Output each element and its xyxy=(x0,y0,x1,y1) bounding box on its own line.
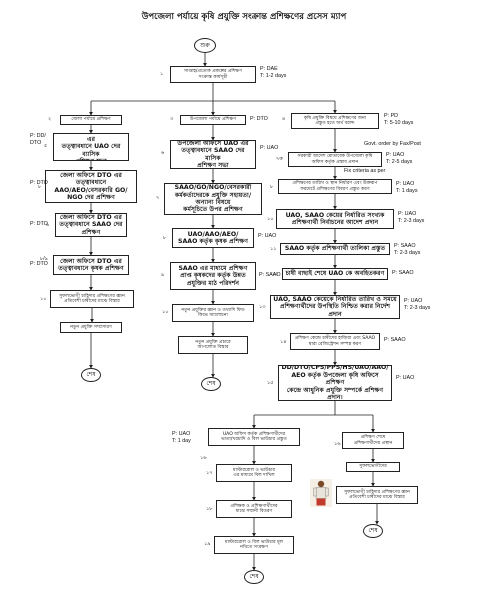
note-upazila-saao: P: UAO xyxy=(260,145,279,151)
district-uao-basic-training-box: জেলা অফিসে DD/DTO এর তত্ত্বাবধানে UAO দে… xyxy=(53,133,129,161)
end-node-d: শেষ xyxy=(244,570,264,584)
farmer-figure-icon xyxy=(310,479,332,507)
allowance-bill-box: UAO অফিস কর্তৃক প্রশিক্ষণার্থীদের ভাতা/খ… xyxy=(208,428,300,446)
note-upazila-training: P: DTO xyxy=(250,116,268,122)
upazila-saao-monthly-training-box: উপজেলা অফিসে UAO এর তত্ত্বাবধানে SAAO দে… xyxy=(170,140,256,169)
saao-go-ngo-training-box: SAAO/GO/NGO/বেসরকারী কর্মকর্তাদেরকে প্রয… xyxy=(164,183,262,215)
note-schedule: P: DAE T: 1-2 days xyxy=(260,66,287,79)
step-number: ৪ xyxy=(282,116,286,122)
trainee-selection-order-box: UAO, SAAO কেয়ের নির্ধারিত সংখ্যক প্রশিক… xyxy=(276,209,394,229)
beneficiaries-box: সুফলভোগীদের xyxy=(346,462,400,472)
modern-technology-training-box: DD/DTO/CPS/PPS/HS/UAO/AAO/ AEO কর্তৃক উপ… xyxy=(278,365,392,401)
step-number: ১৬ xyxy=(200,455,207,461)
note-allowance-bill: P: UAO T: 1 day xyxy=(172,431,191,444)
notify-uao-box: চাষী বাছাই শেষে UAO কে অবহিতকরণ xyxy=(282,268,388,280)
end-node-a: শেষ xyxy=(81,368,101,382)
step-number: ১৯ xyxy=(204,541,211,547)
step-number: ১৭ xyxy=(206,470,213,476)
note-govt-order: Govt. order by Fax/Post xyxy=(364,141,421,147)
step-number: ১৪ xyxy=(280,339,287,345)
step-number: ৯ xyxy=(46,222,50,228)
knowledge-spread-box-e: সুফলভোগী চাহিদার প্রশিক্ষণের জ্ঞান প্রতি… xyxy=(336,486,418,504)
step-number: ৭ xyxy=(156,195,160,201)
step-number: ৫ xyxy=(44,143,48,149)
end-node-b: শেষ xyxy=(201,377,221,391)
note-notify-uao: P: SAAO xyxy=(392,270,414,276)
trainee-departure-box: প্রশিক্ষণ শেষে প্রশিক্ষণার্থীদের প্রস্থা… xyxy=(342,432,404,449)
bill-submission-box: মাস্টাররোল ও ভাউচার এর মাধ্যমে বিল দাখিল xyxy=(216,464,292,482)
attendance-instruction-box: UAO, SAAO কেয়েকে নির্ধারিত তারিখ ও সময়… xyxy=(270,295,400,319)
district-farmer-training-box: জেলা অফিসে DTO এর তত্ত্বাবধানে কৃষক প্রশ… xyxy=(53,255,129,275)
note-attendance-instruction: P: UAO T: 2-3 days xyxy=(404,298,431,311)
note-modern-training: P: UAO xyxy=(396,375,415,381)
district-training-box: জেলা পর্যায়ে প্রশিক্ষণ xyxy=(60,115,122,125)
step-number: ১২ xyxy=(272,271,279,277)
step-number: ৮ xyxy=(38,184,42,190)
note-field-visit: P: SAAO xyxy=(259,272,281,278)
step-number: ১০ xyxy=(267,216,274,222)
upazila-training-box: উপজেলা পর্যায়ে প্রশিক্ষণ xyxy=(180,115,246,125)
note-district-uao: P: DD/ DTO xyxy=(30,133,46,146)
step-number: ৮ xyxy=(270,184,274,190)
step-number: ৩ xyxy=(170,116,174,122)
note-district-aao: P: DTO xyxy=(30,180,48,186)
technology-promotion-box: নতুন প্রযুক্তি প্রচারে আপলোড বিস্তার xyxy=(178,336,248,354)
step-number: ১৮ xyxy=(206,506,213,512)
page-title: উপজেলা পর্যায়ে কৃষি প্রযুক্তি সংক্রান্ত… xyxy=(141,12,347,22)
step-number: ৭ক xyxy=(276,156,283,162)
record-preservation-box: মাস্টাররোল ও বিল ভাউচার মূল নথিতে সংরক্ষ… xyxy=(214,536,294,554)
step-number: ১ xyxy=(160,71,164,77)
note-criteria: Fix criteria as per xyxy=(344,168,386,174)
knowledge-spread-box-a: সুফলভোগী চাহিদার প্রশিক্ষণের জ্ঞান প্রতি… xyxy=(50,290,134,308)
honorarium-distribution-box: প্রশিক্ষক ও প্রশিক্ষণার্থীদের মাঝে সম্মা… xyxy=(216,500,292,518)
step-number: ১৬ xyxy=(334,441,341,447)
step-number: ৯ xyxy=(161,272,165,278)
upazila-office-proposal-box: সরকারী আদেশ মোতাবেক উপজেলা কৃষি অফিস কর্… xyxy=(288,152,382,167)
note-fund-allocation: P: PD T: 5-10 days xyxy=(384,113,414,126)
end-node-e: শেষ xyxy=(363,524,383,538)
step-number: ১৩ xyxy=(259,304,266,310)
training-schedule-box: সাপ্তাহ/প্রত্যেক প্রকল্পের প্রশিক্ষণ সংক… xyxy=(170,66,256,83)
step-number: ৮/৯ xyxy=(40,256,48,262)
knowledge-discussion-box: নতুন প্রযুক্তির জ্ঞান ও তথ্যাদি ফিড কিভে… xyxy=(172,304,254,322)
note-registration: P: SAAO xyxy=(384,337,406,343)
step-number: ৬ xyxy=(161,150,165,156)
note-district-farmer: P: DTO xyxy=(30,261,48,267)
date-venue-fixing-box: প্রশিক্ষণের তারিখ ও স্থান নির্ধারণ এবং উ… xyxy=(278,179,392,194)
note-proposal: P: UAO T: 2-5 days xyxy=(386,152,413,165)
step-number: ৮ xyxy=(163,235,167,241)
note-list-preparation: P: SAAO T: 2-3 days xyxy=(394,243,421,256)
trainee-list-preparation-box: SAAO কর্তৃক প্রশিক্ষণার্থী তালিকা প্রস্ত… xyxy=(280,243,390,255)
step-number: ১১ xyxy=(270,246,277,252)
step-number: ২ xyxy=(48,116,52,122)
district-aao-aeo-training-box: জেলা অফিসে DTO এর তত্ত্বাবধানে AAO/AEO/ব… xyxy=(45,170,137,203)
fund-allocation-box: কৃষি প্রযুক্তি বিষয়ে প্রশিক্ষণের জন্য প… xyxy=(291,113,379,129)
technology-extension-box: নতুন প্রযুক্তি সম্প্রসারণ xyxy=(60,322,122,333)
note-date-venue: P: UAO T: 1 days xyxy=(396,181,418,194)
attendance-registration-box: প্রশিক্ষণ কেন্দ্রে চাষীদের হাজিরা এবং SA… xyxy=(290,333,380,350)
field-visit-box: SAAO এর মাধ্যমে প্রশিক্ষণ প্রাপ্ত কৃষকদে… xyxy=(170,262,256,290)
note-selection-order: P: UAO T: 2-3 days xyxy=(398,211,425,224)
note-farmer-training: P: UAO xyxy=(258,233,277,239)
district-saao-training-box: জেলা অফিসে DTO এর তত্ত্বাবধানে SAAO দের … xyxy=(55,213,127,237)
step-number: ১০ xyxy=(162,309,169,315)
note-district-saao: P: DTO xyxy=(30,221,48,227)
farmer-training-by-officers-box: UAO/AAO/AEO/ SAAO কর্তৃক কৃষক প্রশিক্ষণ xyxy=(172,228,254,248)
start-node: শুরু xyxy=(194,38,216,53)
step-number: ১৫ xyxy=(267,380,274,386)
step-number: ১০ xyxy=(40,296,47,302)
